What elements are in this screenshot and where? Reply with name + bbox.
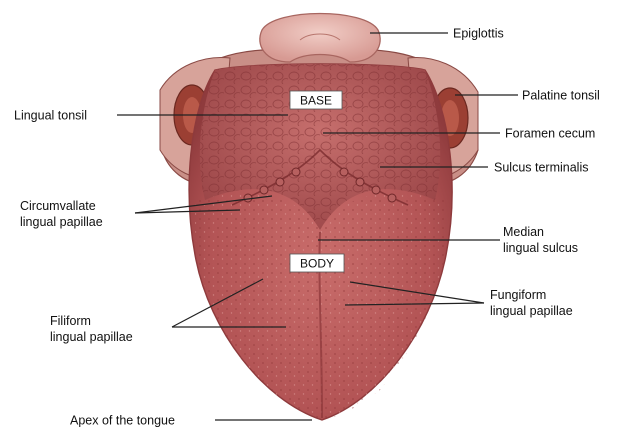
label-fungiform-line1: Fungiform <box>490 288 546 302</box>
label-filiform-line1: Filiform <box>50 314 91 328</box>
label-fungiform-line2: lingual papillae <box>490 304 573 318</box>
label-foramen-cecum: Foramen cecum <box>505 127 595 141</box>
label-filiform-line2: lingual papillae <box>50 330 133 344</box>
label-epiglottis: Epiglottis <box>453 27 504 41</box>
body-label-box: BODY <box>290 254 344 272</box>
base-label: BASE <box>300 94 332 108</box>
body-label: BODY <box>300 257 334 271</box>
tongue <box>189 64 452 420</box>
label-circumvallate-line1: Circumvallate <box>20 199 96 213</box>
base-label-box: BASE <box>290 91 342 109</box>
label-median-sulcus-line1: Median <box>503 225 544 239</box>
label-lingual-tonsil: Lingual tonsil <box>14 109 87 123</box>
label-palatine-tonsil: Palatine tonsil <box>522 89 600 103</box>
label-median-sulcus-line2: lingual sulcus <box>503 241 578 255</box>
label-sulcus-terminalis: Sulcus terminalis <box>494 161 588 175</box>
label-circumvallate-line2: lingual papillae <box>20 215 103 229</box>
label-apex: Apex of the tongue <box>70 414 175 428</box>
epiglottis <box>260 14 380 63</box>
